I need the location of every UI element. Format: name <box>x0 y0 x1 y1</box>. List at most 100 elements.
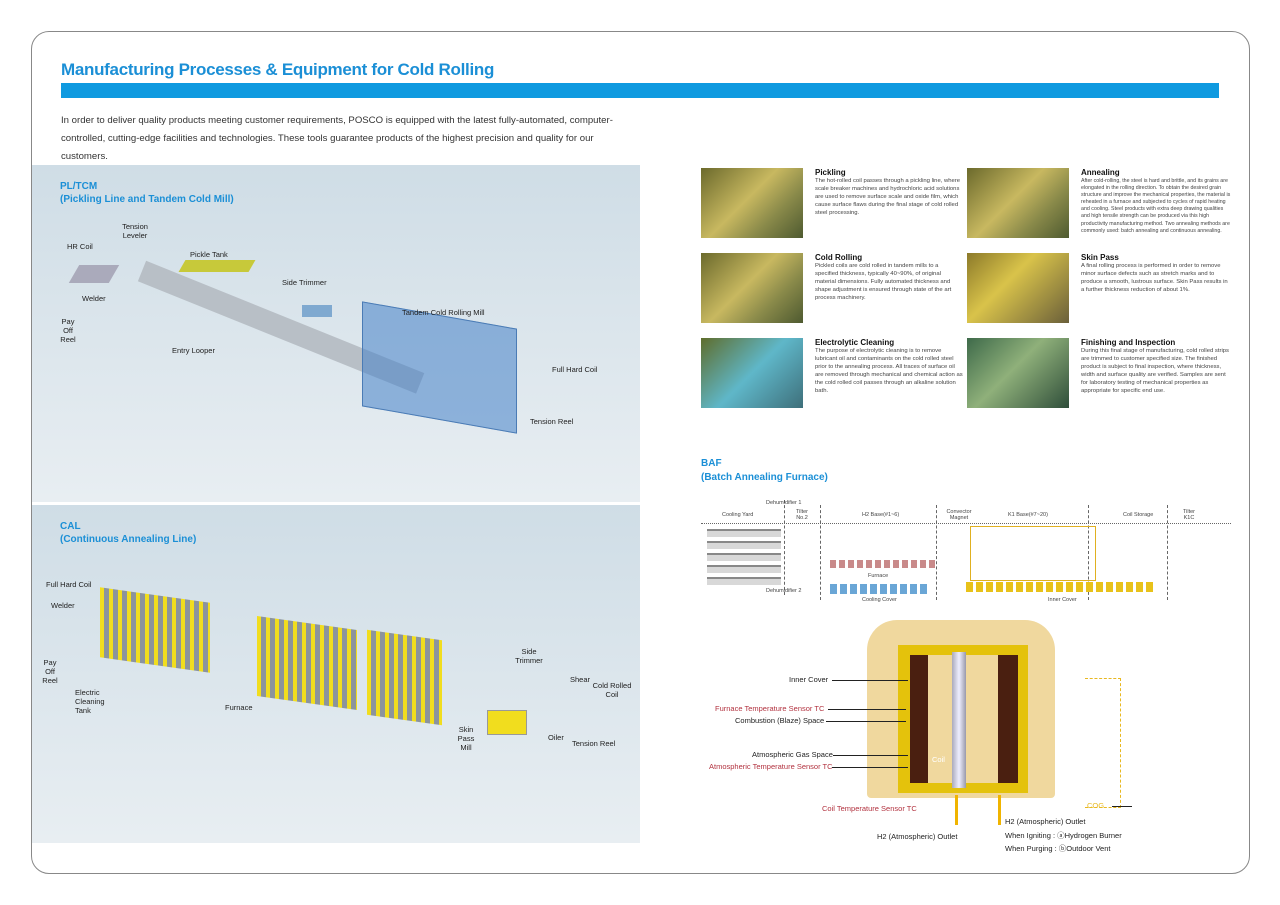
cooling-cover-row <box>830 584 930 594</box>
label-when-purging: When Purging : ⓑOutdoor Vent <box>1005 844 1111 853</box>
label-dehumidifier-2: Dehumidifier 2 <box>766 588 802 594</box>
side-trimmer-illustration <box>302 305 332 317</box>
label-pay-off-reel: Pay Off Reel <box>60 317 76 344</box>
label-entry-looper: Entry Looper <box>172 346 215 355</box>
label-combustion-space: Combustion (Blaze) Space <box>735 716 825 725</box>
label-cal-tension-reel: Tension Reel <box>572 739 616 748</box>
label-electric-cleaning-tank: Electric Cleaning Tank <box>75 688 105 715</box>
label-hr-coil: HR Coil <box>67 242 93 251</box>
label-inner-cover: Inner Cover <box>789 675 829 684</box>
label-cal-welder: Welder <box>51 601 75 610</box>
label-coil-tc: Coil Temperature Sensor TC <box>822 804 917 813</box>
label-full-hard-coil: Full Hard Coil <box>552 365 598 374</box>
page-frame <box>31 31 1250 874</box>
pickling-photo <box>701 168 803 238</box>
furnace-row <box>830 560 935 568</box>
process-title: Electrolytic Cleaning <box>815 338 895 347</box>
label-furnace-tc: Furnace Temperature Sensor TC <box>715 704 825 713</box>
baf-name: BAF <box>701 458 722 469</box>
inner-cover-row <box>966 582 1156 592</box>
process-text: A final rolling process is performed in … <box>1081 263 1228 293</box>
process-text: The hot-rolled coil passes through a pic… <box>815 178 961 216</box>
cal-trimmer-illustration <box>487 710 527 735</box>
process-title: Pickling <box>815 168 846 177</box>
annealing-photo <box>967 168 1069 238</box>
arrow <box>832 767 908 768</box>
layout-divider <box>701 523 1231 524</box>
pltcm-subtitle: (Pickling Line and Tandem Cold Mill) <box>60 194 234 205</box>
baf-title: BAF (Batch Annealing Furnace) <box>701 457 828 485</box>
label-side-trimmer: Side Trimmer <box>515 647 543 665</box>
baf-subtitle: (Batch Annealing Furnace) <box>701 472 828 483</box>
process-title: Finishing and Inspection <box>1081 338 1176 347</box>
cal-subtitle: (Continuous Annealing Line) <box>60 534 197 545</box>
cal-title: CAL (Continuous Annealing Line) <box>60 520 196 546</box>
label-cooling-cover: Cooling Cover <box>862 597 897 603</box>
label-h2-outlet-left: H2 (Atmospheric) Outlet <box>877 832 958 841</box>
zone-tilter-k1c: Tilter K1C <box>1182 509 1196 521</box>
zone-tilter-2: Tilter No.2 <box>795 509 809 521</box>
label-atm-tc: Atmospheric Temperature Sensor TC <box>709 762 833 771</box>
zone-divider <box>820 505 821 600</box>
label-pickle-tank: Pickle Tank <box>190 250 228 259</box>
label-gas-space: Atmospheric Gas Space <box>752 750 833 759</box>
cal-name: CAL <box>60 521 81 532</box>
zone-coil-storage: Coil Storage <box>1123 512 1154 518</box>
label-welder: Welder <box>82 294 106 303</box>
k1-base-box <box>970 526 1096 581</box>
label-dehumidifier-1: Dehumidifier 1 <box>766 500 802 506</box>
label-furnace: Furnace <box>868 573 889 579</box>
process-title: Skin Pass <box>1081 253 1119 262</box>
pickle-tank-illustration <box>178 260 256 272</box>
zone-divider <box>1167 505 1168 600</box>
pltcm-panel: PL/TCM (Pickling Line and Tandem Cold Mil… <box>32 165 640 502</box>
label-side-trimmer: Side Trimmer <box>282 278 327 287</box>
process-title: Annealing <box>1081 168 1120 177</box>
label-coil: Coil <box>932 755 945 764</box>
hr-coil-illustration <box>68 265 120 283</box>
label-tension-leveler: Tension Leveler <box>122 222 148 240</box>
label-furnace: Furnace <box>225 703 253 712</box>
pltcm-title: PL/TCM (Pickling Line and Tandem Cold Mil… <box>60 180 234 206</box>
process-title: Cold Rolling <box>815 253 863 262</box>
cold-rolling-photo <box>701 253 803 323</box>
label-cal-pay-off-reel: Pay Off Reel <box>42 658 58 685</box>
cooling-yard-coils <box>707 527 781 585</box>
title-bar <box>61 83 1219 98</box>
arrow <box>826 721 906 722</box>
label-tandem-mill: Tandem Cold Rolling Mill <box>402 308 485 317</box>
label-when-igniting: When Igniting : ⓐHydrogen Burner <box>1005 831 1122 840</box>
process-text: During this final stage of manufacturing… <box>1081 348 1229 394</box>
label-cold-rolled-coil: Cold Rolled Coil <box>592 681 632 699</box>
label-inner-cover: Inner Cover <box>1048 597 1077 603</box>
zone-cooling-yard: Cooling Yard <box>722 512 754 518</box>
intro-text: In order to deliver quality products mee… <box>61 115 613 162</box>
outlet-pipe-left <box>955 795 958 825</box>
label-shear: Shear <box>570 675 591 684</box>
label-h2-outlet-right: H2 (Atmospheric) Outlet <box>1005 817 1086 826</box>
label-cog: COG <box>1087 801 1105 810</box>
finishing-photo <box>967 338 1069 408</box>
process-text: Pickled coils are cold rolled in tandem … <box>815 263 952 301</box>
zone-h2-base: H2 Base(#1~6) <box>862 512 900 518</box>
arrow <box>832 680 908 681</box>
tandem-mill-illustration <box>362 301 517 434</box>
electrolytic-cleaning-photo <box>701 338 803 408</box>
zone-divider <box>936 505 937 600</box>
outlet-pipe-right <box>998 795 1001 825</box>
zone-k1-base: K1 Base(#7~20) <box>1008 512 1048 518</box>
label-oiler: Oiler <box>548 733 564 742</box>
page-title: Manufacturing Processes & Equipment for … <box>61 60 495 79</box>
label-skin-pass-mill: Skin Pass Mill <box>457 725 475 752</box>
arrow <box>1112 806 1132 807</box>
cog-line <box>1085 678 1121 808</box>
cal-furnace-illustration <box>257 615 357 711</box>
zone-divider <box>784 500 785 595</box>
pltcm-name: PL/TCM <box>60 181 98 192</box>
center-post <box>952 652 966 788</box>
